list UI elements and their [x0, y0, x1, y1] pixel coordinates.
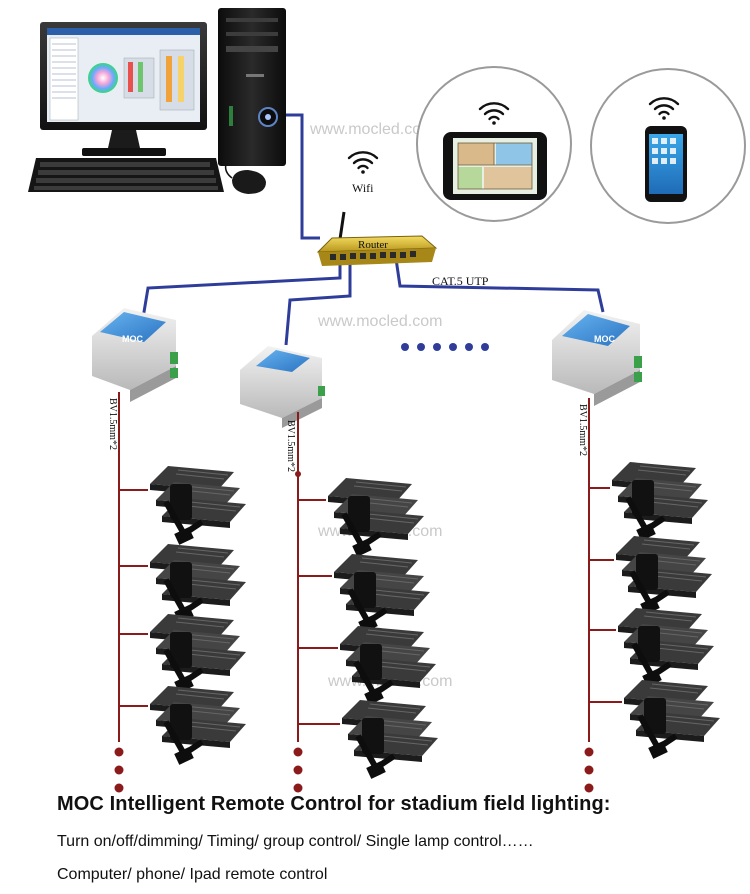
watermark-2: www.mocled.com: [317, 313, 442, 330]
floodlight-icon: [150, 544, 246, 623]
smartphone-icon: [645, 126, 687, 202]
floodlight-group-3: [612, 462, 720, 759]
keyboard-icon: [28, 158, 224, 192]
floodlight-icon: [150, 466, 246, 545]
cable-spec-label-3: BV1.5mm*2: [577, 404, 588, 456]
controller-brand: MOC: [594, 334, 615, 344]
cable-spec-label-2: BV1.5mm*2: [285, 420, 296, 472]
desktop-computer-icon: [40, 8, 286, 166]
controller-icon: [240, 346, 325, 428]
more-controllers-dots: [401, 343, 489, 351]
floodlight-icon: [334, 554, 430, 633]
tablet-icon: [443, 132, 547, 200]
floodlight-icon: [624, 680, 720, 759]
controller-icon: MOC: [552, 310, 642, 406]
floodlight-icon: [616, 536, 712, 615]
watermark-1: www.mocled.com: [309, 121, 434, 138]
caption-features: Turn on/off/dimming/ Timing/ group contr…: [57, 833, 534, 850]
mouse-icon: [224, 163, 266, 194]
floodlight-icon: [342, 700, 438, 779]
wifi-icon: [347, 151, 379, 176]
caption-devices: Computer/ phone/ Ipad remote control: [57, 866, 328, 883]
wifi-label: Wifi: [352, 181, 374, 195]
router-label: Router: [358, 239, 388, 251]
floodlight-icon: [150, 614, 246, 693]
controller-icon: MOC: [92, 308, 178, 402]
floodlight-icon: [340, 626, 436, 705]
floodlight-icon: [612, 462, 708, 541]
floodlight-icon: [328, 478, 424, 557]
continuation-dots: [114, 747, 594, 793]
power-cables: [118, 392, 622, 742]
cat5-label: CAT.5 UTP: [432, 274, 489, 288]
floodlight-icon: [618, 608, 714, 687]
router-icon: [316, 211, 438, 266]
controller-brand: MOC: [122, 334, 143, 344]
floodlight-icon: [150, 686, 246, 765]
caption-title: MOC Intelligent Remote Control for stadi…: [57, 793, 611, 815]
cable-spec-label-1: BV1.5mm*2: [107, 398, 118, 450]
junction-dot: [295, 471, 301, 477]
floodlight-group-1: [150, 466, 246, 765]
